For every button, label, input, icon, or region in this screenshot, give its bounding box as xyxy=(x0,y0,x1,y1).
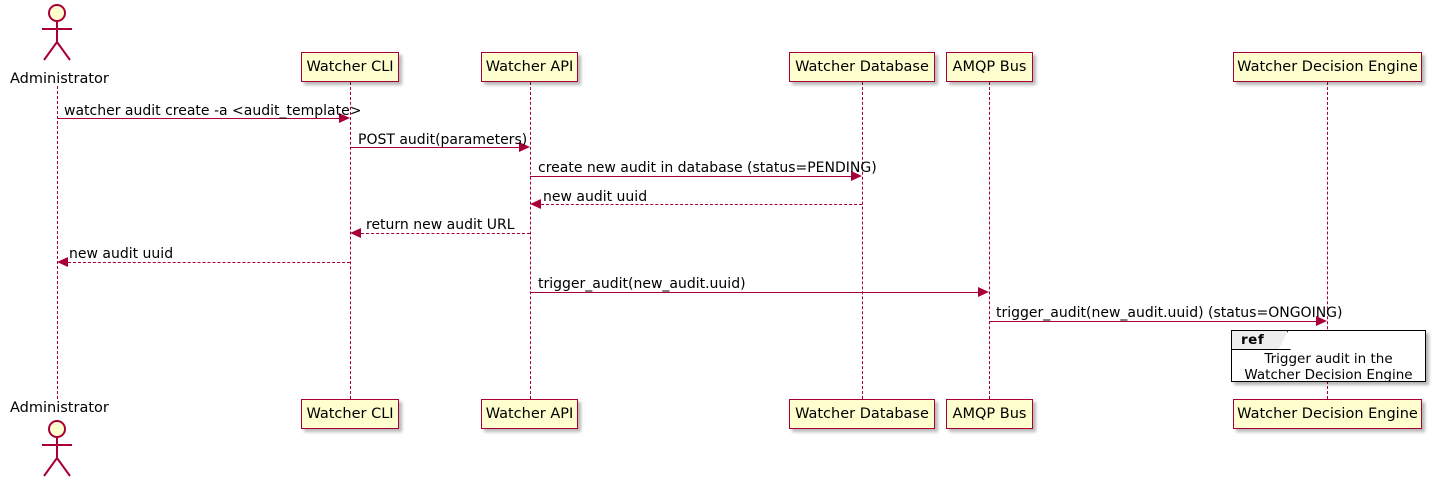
message-arrow-line-m6 xyxy=(68,262,350,263)
message-label-m1: watcher audit create -a <audit_template> xyxy=(64,103,362,119)
lifeline-watcher-decision-engine xyxy=(1327,82,1328,399)
participant-label: AMQP Bus xyxy=(952,405,1027,422)
participant-label: Watcher CLI xyxy=(306,58,394,75)
message-label-m3: create new audit in database (status=PEN… xyxy=(538,160,877,176)
participant-watcher-api-top[interactable]: Watcher API xyxy=(481,52,578,82)
participant-label: Watcher Decision Engine xyxy=(1237,58,1418,75)
message-arrow-line-m7 xyxy=(530,292,978,293)
message-arrowhead-m1 xyxy=(339,113,350,123)
participant-label: Watcher Database xyxy=(795,58,929,75)
message-arrowhead-m5 xyxy=(350,228,361,238)
participant-watcher-cli-top[interactable]: Watcher CLI xyxy=(301,52,399,82)
message-label-m7: trigger_audit(new_audit.uuid) xyxy=(538,276,746,292)
participant-watcher-api-bottom[interactable]: Watcher API xyxy=(481,399,578,429)
message-label-m4: new audit uuid xyxy=(543,189,648,205)
actor-stick-figure-icon xyxy=(42,4,72,61)
message-label-m6: new audit uuid xyxy=(69,246,174,262)
message-arrow-line-m1 xyxy=(57,118,339,119)
lifeline-amqp-bus xyxy=(989,82,990,399)
message-arrowhead-m8 xyxy=(1316,316,1327,326)
message-label-m2: POST audit(parameters) xyxy=(358,132,528,148)
message-label-m5: return new audit URL xyxy=(366,217,515,233)
message-arrow-line-m5 xyxy=(361,233,530,234)
message-arrow-line-m2 xyxy=(350,147,519,148)
participant-watcher-decision-engine-bottom[interactable]: Watcher Decision Engine xyxy=(1233,399,1422,429)
ref-fragment-line-1: Trigger audit in the xyxy=(1264,351,1393,367)
participant-watcher-database-top[interactable]: Watcher Database xyxy=(789,52,935,82)
message-arrowhead-m4 xyxy=(530,199,541,209)
ref-fragment-line-2: Watcher Decision Engine xyxy=(1244,367,1413,383)
message-arrow-line-m4 xyxy=(541,204,862,205)
ref-fragment-body: Trigger audit in the Watcher Decision En… xyxy=(1232,351,1425,383)
message-arrowhead-m7 xyxy=(978,287,989,297)
lifeline-watcher-database xyxy=(862,82,863,399)
ref-fragment-tab: ref xyxy=(1232,331,1288,350)
participant-label: Watcher Database xyxy=(795,405,929,422)
participant-label: AMQP Bus xyxy=(952,58,1027,75)
actor-label-administrator-bottom: Administrator xyxy=(10,400,109,416)
actor-stick-figure-icon xyxy=(42,420,72,477)
message-arrow-line-m8 xyxy=(989,321,1316,322)
message-arrowhead-m2 xyxy=(519,142,530,152)
participant-watcher-decision-engine-top[interactable]: Watcher Decision Engine xyxy=(1233,52,1422,82)
participant-label: Watcher CLI xyxy=(306,405,394,422)
message-arrow-line-m3 xyxy=(530,176,851,177)
ref-fragment-tab-label: ref xyxy=(1241,332,1265,348)
actor-administrator-bottom[interactable] xyxy=(33,418,81,480)
lifeline-administrator xyxy=(57,86,58,399)
participant-amqp-bus-top[interactable]: AMQP Bus xyxy=(946,52,1033,82)
message-arrowhead-m3 xyxy=(851,171,862,181)
participant-watcher-database-bottom[interactable]: Watcher Database xyxy=(789,399,935,429)
participant-watcher-cli-bottom[interactable]: Watcher CLI xyxy=(301,399,399,429)
message-label-m8: trigger_audit(new_audit.uuid) (status=ON… xyxy=(996,305,1343,321)
lifeline-watcher-api xyxy=(530,82,531,399)
message-arrowhead-m6 xyxy=(57,257,68,267)
ref-fragment[interactable]: ref Trigger audit in the Watcher Decisio… xyxy=(1231,330,1426,383)
lifeline-watcher-cli xyxy=(350,82,351,399)
actor-label-administrator-top: Administrator xyxy=(10,71,109,87)
participant-label: Watcher API xyxy=(485,405,574,422)
participant-label: Watcher API xyxy=(485,58,574,75)
participant-amqp-bus-bottom[interactable]: AMQP Bus xyxy=(946,399,1033,429)
participant-label: Watcher Decision Engine xyxy=(1237,405,1418,422)
actor-administrator-top[interactable] xyxy=(33,2,81,64)
